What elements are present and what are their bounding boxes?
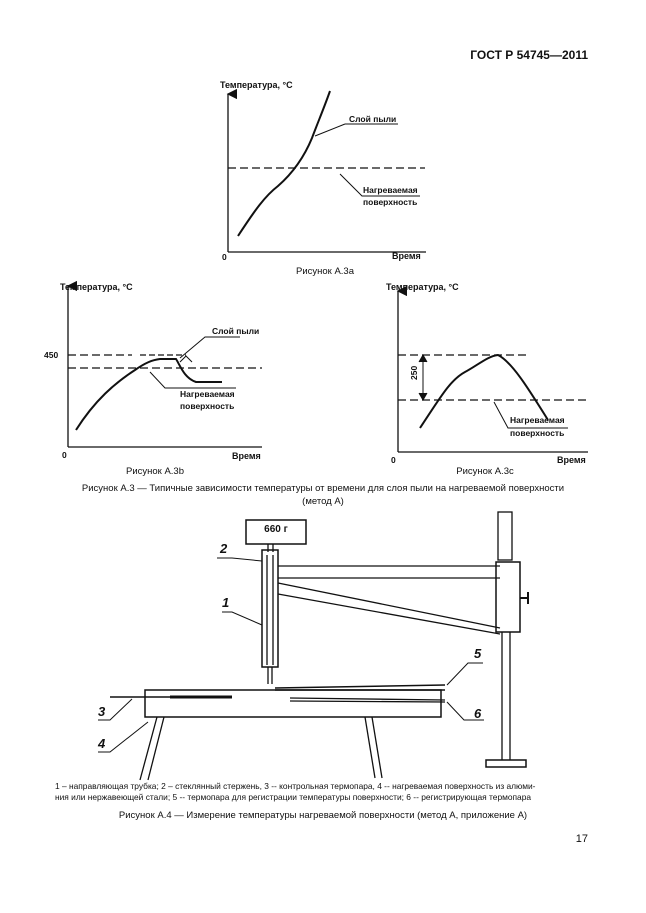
document-header: ГОСТ Р 54745—2011 — [470, 48, 588, 62]
page-number: 17 — [575, 833, 588, 845]
guide-tube — [261, 549, 279, 668]
a3b-origin: 0 — [62, 450, 67, 460]
a3b-surface-label-1: Нагреваемая — [180, 389, 235, 399]
a3c-surface-label-2: поверхность — [510, 428, 565, 438]
a3c-y-label: Температура, °С — [386, 282, 459, 292]
a3b-x-label: Время — [232, 451, 261, 461]
weight-label: 660 г — [264, 524, 288, 535]
a3a-x-label: Время — [392, 251, 421, 261]
callout-1: 1 — [222, 595, 230, 610]
a3b-dust-label: Слой пыли — [212, 326, 260, 336]
figure-a4-legend: 1 – направляющая трубка; 2 – стеклянный … — [55, 781, 595, 803]
callout-6: 6 — [474, 706, 482, 721]
chart-a3c — [396, 285, 588, 453]
callout-5: 5 — [474, 646, 482, 661]
a3a-dust-leader — [314, 123, 346, 137]
a3c-delta-250: 250 — [409, 365, 419, 380]
callout-leader-6 — [446, 701, 484, 721]
a3b-surface-label-2: поверхность — [180, 401, 235, 411]
a3a-dust-curve — [237, 90, 331, 237]
hot-plate — [144, 689, 442, 718]
chart-a3b — [66, 280, 262, 448]
a3a-caption: Рисунок А.3а — [295, 266, 354, 277]
a3b-y-label: Температура, °С — [60, 282, 133, 292]
a3b-tick-450: 450 — [44, 350, 59, 360]
a3b-caption: Рисунок А.3b — [125, 466, 184, 477]
callout-leader-1 — [222, 611, 263, 626]
callout-leader-4 — [98, 721, 149, 753]
apparatus-a4 — [98, 511, 529, 781]
a3c-caption: Рисунок А.3с — [456, 466, 514, 477]
legend-line-1: 1 – направляющая трубка; 2 – стеклянный … — [55, 781, 536, 791]
a3a-surface-label-1: Нагреваемая — [363, 185, 418, 195]
chart-a3a — [226, 88, 426, 253]
callout-leader-5 — [446, 662, 483, 686]
stand-clamp — [495, 561, 521, 633]
figure-a3-caption-line-2: (метод А) — [302, 496, 344, 507]
callout-leader-3 — [98, 698, 133, 721]
callout-4: 4 — [98, 736, 106, 751]
callout-leader-2 — [217, 557, 263, 562]
figure-a4-caption: Рисунок А.4 — Измерение температуры нагр… — [118, 810, 528, 821]
weight-box — [245, 519, 307, 545]
figure-a3-caption-line-1: Рисунок А.3 — Типичные зависимости темпе… — [81, 483, 565, 494]
a3b-dust-curve — [75, 358, 222, 431]
a3a-y-label: Температура, °С — [220, 80, 293, 90]
callout-2: 2 — [220, 541, 228, 556]
a3a-surface-label-2: поверхность — [363, 197, 418, 207]
a3c-origin: 0 — [391, 455, 396, 465]
a3c-dust-curve — [419, 353, 549, 429]
a3a-dust-label: Слой пыли — [349, 114, 397, 124]
callout-3: 3 — [98, 704, 106, 719]
a3a-origin: 0 — [222, 252, 227, 262]
a3a-surface-leader — [339, 173, 420, 197]
a3c-x-label: Время — [557, 455, 586, 465]
stand-base — [485, 759, 527, 768]
a3c-surface-label-1: Нагреваемая — [510, 415, 565, 425]
legend-line-2: ния или нержавеющей стали; 5 -- термопар… — [55, 792, 532, 802]
